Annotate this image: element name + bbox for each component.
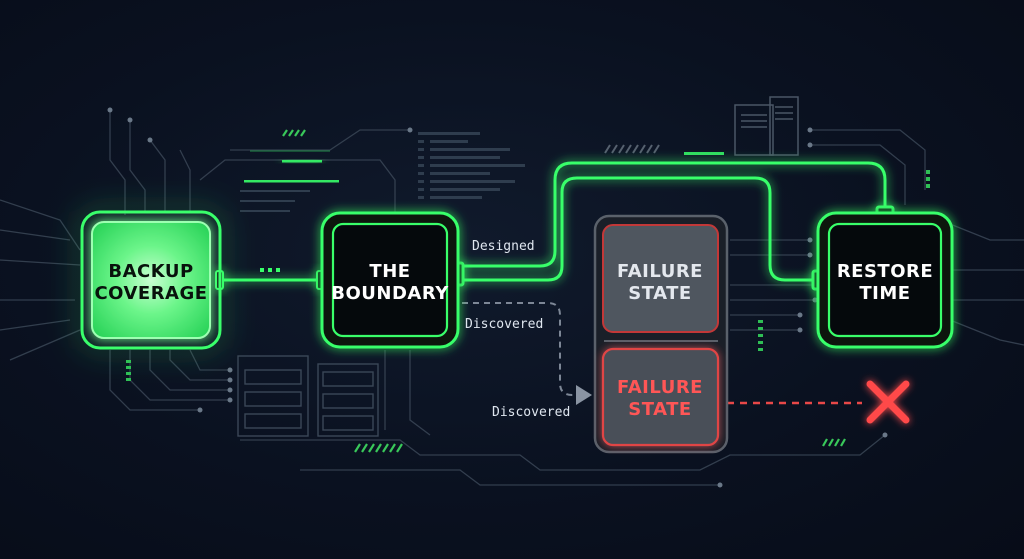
label-discovered-1: Discovered — [465, 317, 543, 332]
restore-line1: RESTORE — [837, 261, 933, 282]
failure-top-line1: FAILURE — [617, 261, 703, 282]
label-discovered-2: Discovered — [492, 405, 570, 420]
node-the-boundary: THE BOUNDARY — [320, 211, 460, 349]
hatch-marks — [282, 129, 846, 453]
node-failure-states: FAILURE STATE FAILURE STATE — [593, 214, 729, 454]
server-rack-icon — [237, 355, 379, 437]
code-lines — [240, 132, 525, 212]
backup-line1: BACKUP — [108, 261, 193, 282]
failure-bottom-line1: FAILURE — [617, 377, 703, 398]
server-tower-icon — [734, 96, 799, 156]
label-designed: Designed — [472, 239, 535, 254]
failure-state-top: FAILURE STATE — [602, 224, 719, 333]
failure-state-bottom: FAILURE STATE — [601, 347, 720, 447]
node-restore-time: RESTORE TIME — [816, 211, 954, 349]
failure-top-line2: STATE — [628, 283, 691, 304]
failure-bottom-line2: STATE — [628, 399, 691, 420]
connector-discovered-path — [462, 302, 592, 405]
stat-bars — [126, 170, 930, 381]
boundary-line2: BOUNDARY — [331, 283, 449, 304]
trace-dots — [107, 107, 888, 488]
connector-backup-boundary — [215, 270, 325, 290]
restore-line2: TIME — [859, 283, 910, 304]
circuit-traces — [0, 110, 1024, 486]
backup-line2: COVERAGE — [94, 283, 207, 304]
green-accent-lines — [244, 150, 724, 272]
gray-hatch-marks — [604, 144, 660, 154]
node-backup-coverage: BACKUP COVERAGE — [80, 210, 222, 350]
boundary-line1: THE — [369, 261, 410, 282]
close-x-icon — [866, 380, 910, 424]
